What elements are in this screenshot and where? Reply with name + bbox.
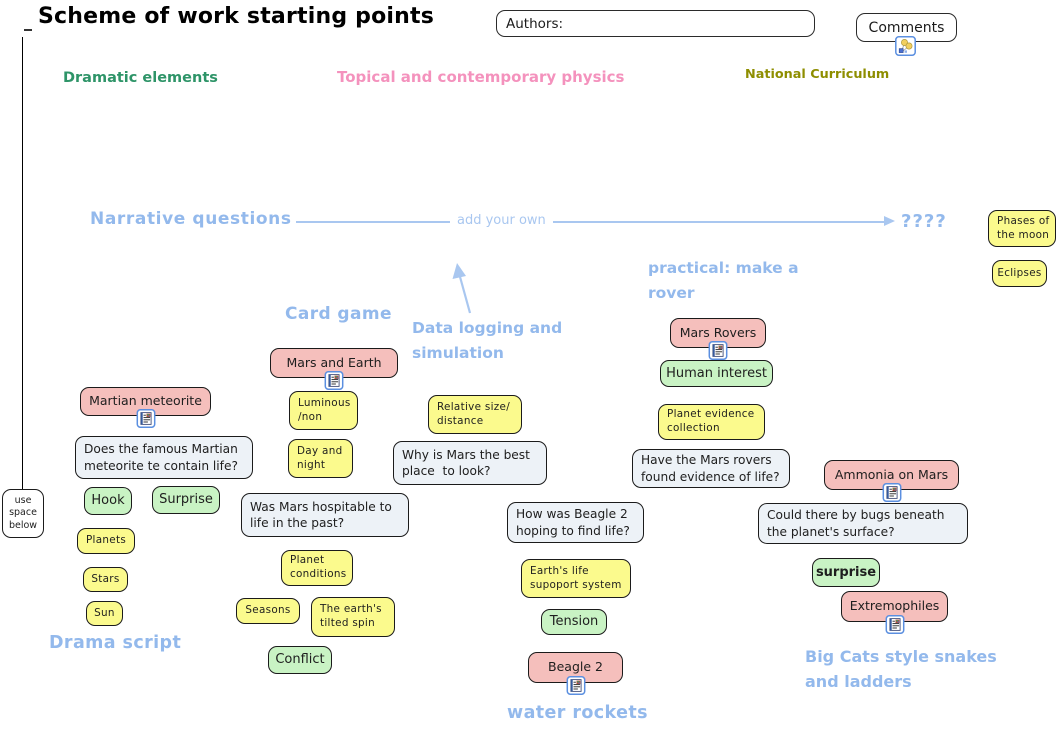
node-hook[interactable]: Hook xyxy=(84,487,132,515)
label-water-rockets[interactable]: water rockets xyxy=(507,703,648,723)
node-stars[interactable]: Stars xyxy=(83,567,128,592)
node-label: Extremophiles xyxy=(849,598,940,614)
label-card-game[interactable]: Card game xyxy=(285,304,392,324)
node-mars-rovers[interactable]: Mars Rovers xyxy=(670,318,766,360)
node-label: Was Mars hospitable to life in the past? xyxy=(250,499,392,530)
node-q-beagle-2[interactable]: How was Beagle 2 hoping to find life? xyxy=(507,502,644,543)
node-label: Mars Rovers xyxy=(679,324,757,340)
node-martian-meteorite[interactable]: Martian meteorite xyxy=(80,387,211,428)
node-label: Phases of the moon xyxy=(997,214,1050,241)
node-label: Planet evidence collection xyxy=(667,408,755,434)
node-label: Martian meteorite xyxy=(89,393,202,409)
note-icon[interactable] xyxy=(136,409,155,428)
node-q-bugs-beneath[interactable]: Could there by bugs beneath the planet's… xyxy=(758,503,968,544)
node-label: Have the Mars rovers found evidence of l… xyxy=(641,453,780,484)
node-luminous-non[interactable]: Luminous /non xyxy=(289,391,358,430)
note-icon[interactable] xyxy=(708,341,728,360)
node-q-mars-hospitable[interactable]: Was Mars hospitable to life in the past? xyxy=(241,493,409,537)
node-label: surprise xyxy=(815,564,877,580)
node-label: Beagle 2 xyxy=(548,659,603,675)
narrative-arrow-line xyxy=(296,221,884,223)
node-relative-size-distance[interactable]: Relative size/ distance xyxy=(428,395,522,434)
canvas-left-line xyxy=(22,37,24,489)
use-space-note[interactable]: use space below xyxy=(2,489,44,538)
node-label: Sun xyxy=(94,606,115,619)
note-icon[interactable] xyxy=(324,371,344,390)
map-icon[interactable] xyxy=(895,36,916,56)
authors-label: Authors: xyxy=(506,15,564,32)
page-title: Scheme of work starting points xyxy=(38,4,435,29)
node-seasons[interactable]: Seasons xyxy=(236,598,300,624)
label-big-cats[interactable]: Big Cats style snakes and ladders xyxy=(805,647,997,691)
node-label: Human interest xyxy=(666,365,767,381)
label-dramatic-elements[interactable]: Dramatic elements xyxy=(63,70,218,86)
node-label: Eclipses xyxy=(997,266,1042,279)
note-icon[interactable] xyxy=(882,483,901,502)
node-label: Hook xyxy=(91,493,125,509)
node-planet-conditions[interactable]: Planet conditions xyxy=(281,550,353,586)
label-topical-physics[interactable]: Topical and contemporary physics xyxy=(337,68,625,86)
label-practical-rover[interactable]: practical: make a rover xyxy=(648,259,799,302)
node-label: Tension xyxy=(549,614,599,630)
node-ammonia-on-mars[interactable]: Ammonia on Mars xyxy=(824,460,959,502)
node-surprise-2[interactable]: surprise xyxy=(812,558,880,587)
node-q-rovers-evidence[interactable]: Have the Mars rovers found evidence of l… xyxy=(632,449,790,488)
node-surprise[interactable]: Surprise xyxy=(152,486,220,514)
node-label: Ammonia on Mars xyxy=(834,466,949,482)
label-narrative-questions[interactable]: Narrative questions xyxy=(90,209,292,229)
node-label: Relative size/ distance xyxy=(437,400,511,427)
node-label: Planets xyxy=(85,534,127,547)
node-mars-and-earth[interactable]: Mars and Earth xyxy=(270,348,398,390)
node-q-martian-meteorite[interactable]: Does the famous Martian meteorite te con… xyxy=(75,436,253,479)
node-q-why-mars[interactable]: Why is Mars the best place to look? xyxy=(393,441,547,485)
label-data-logging[interactable]: Data logging and simulation xyxy=(412,319,563,362)
node-conflict[interactable]: Conflict xyxy=(268,646,332,674)
node-label: Conflict xyxy=(275,652,325,668)
narrative-arrowhead-icon xyxy=(884,216,895,226)
note-icon[interactable] xyxy=(885,615,904,634)
add-your-own-label[interactable]: add your own xyxy=(450,213,553,228)
node-planets[interactable]: Planets xyxy=(77,528,135,554)
node-label: How was Beagle 2 hoping to find life? xyxy=(516,507,630,538)
node-beagle-2[interactable]: Beagle 2 xyxy=(528,652,623,695)
node-label: Seasons xyxy=(245,604,291,617)
node-label: Planet conditions xyxy=(290,554,347,580)
cursor-mark xyxy=(24,29,32,31)
comments-label: Comments xyxy=(868,19,945,36)
use-space-label: use space below xyxy=(8,494,38,531)
node-label: Why is Mars the best place to look? xyxy=(402,447,530,478)
authors-input[interactable]: Authors: xyxy=(496,10,815,37)
node-tension[interactable]: Tension xyxy=(541,609,607,635)
node-sun[interactable]: Sun xyxy=(86,601,123,626)
node-phases-of-the-moon[interactable]: Phases of the moon xyxy=(988,210,1056,247)
node-label: Surprise xyxy=(159,492,213,508)
node-label: Luminous /non xyxy=(298,396,351,423)
node-earths-life-support-system[interactable]: Earth's life supoport system xyxy=(521,559,631,598)
node-label: Mars and Earth xyxy=(286,354,382,370)
label-national-curriculum[interactable]: National Curriculum xyxy=(745,67,890,82)
node-planet-evidence-collection[interactable]: Planet evidence collection xyxy=(658,404,765,440)
label-drama-script[interactable]: Drama script xyxy=(49,633,182,653)
node-eclipses[interactable]: Eclipses xyxy=(992,260,1047,287)
node-label: Does the famous Martian meteorite te con… xyxy=(84,442,238,473)
node-label: Could there by bugs beneath the planet's… xyxy=(767,508,945,539)
up-arrow-icon xyxy=(443,262,483,324)
node-human-interest[interactable]: Human interest xyxy=(660,360,773,387)
label-question-marks[interactable]: ???? xyxy=(901,211,947,232)
node-extremophiles[interactable]: Extremophiles xyxy=(841,591,948,634)
node-label: Earth's life supoport system xyxy=(530,564,622,591)
note-icon[interactable] xyxy=(566,676,585,695)
node-label: Stars xyxy=(91,572,120,585)
node-label: Day and night xyxy=(297,444,343,471)
node-day-and-night[interactable]: Day and night xyxy=(288,439,353,478)
node-the-earths-tilted-spin[interactable]: The earth's tilted spin xyxy=(311,597,395,637)
node-label: The earth's tilted spin xyxy=(320,603,382,629)
